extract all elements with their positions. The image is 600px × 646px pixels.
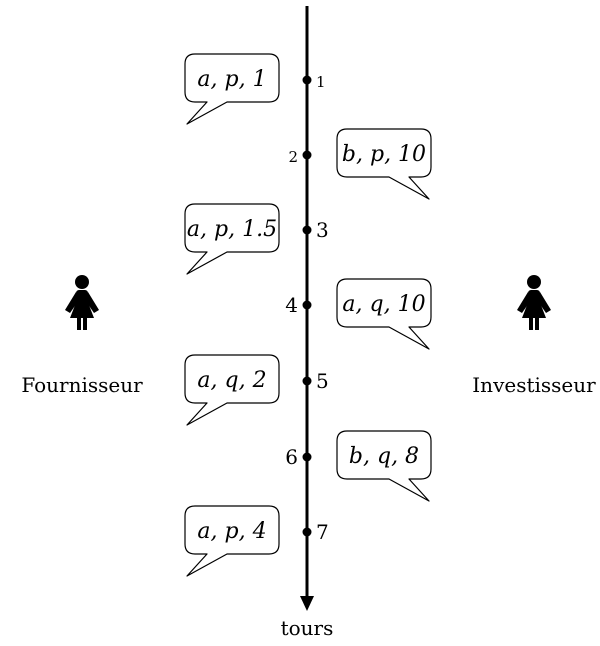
offer-text: a, p, 4 xyxy=(197,519,266,544)
round-3: 3 a, p, 1.5 xyxy=(184,203,329,275)
offer-text: a, q, 2 xyxy=(197,368,266,393)
timeline-label: tours xyxy=(281,616,334,640)
turn-dot xyxy=(302,75,312,85)
actor-left-label: Fournisseur xyxy=(21,373,143,397)
offer-text: a, q, 10 xyxy=(342,292,425,317)
round-4: 4 a, q, 10 xyxy=(285,278,432,350)
round-7: 7 a, p, 4 xyxy=(184,505,329,577)
turn-number: 2 xyxy=(288,148,298,166)
turn-number: 1 xyxy=(316,73,326,91)
speech-bubble xyxy=(184,203,280,275)
speech-bubble xyxy=(184,53,280,125)
turn-dot xyxy=(302,225,312,235)
round-6: 6 b, q, 8 xyxy=(285,430,432,502)
speech-bubble xyxy=(184,354,280,426)
offer-text: a, p, 1 xyxy=(197,67,266,92)
round-1: 1 a, p, 1 xyxy=(184,53,326,125)
actor-left: Fournisseur xyxy=(21,275,143,397)
turn-dot xyxy=(302,527,312,537)
turn-dot xyxy=(302,452,312,462)
rounds-layer: 1 a, p, 1 2 b, p, 10 3 a, p, 1.5 4 a, q, 10 5 a, … xyxy=(184,53,432,577)
actor-right-label: Investisseur xyxy=(472,373,596,397)
actor-right: Investisseur xyxy=(472,275,596,397)
speech-bubble xyxy=(336,430,432,502)
woman-icon xyxy=(65,275,99,330)
turn-dot xyxy=(302,300,312,310)
offer-text: b, p, 10 xyxy=(342,142,426,167)
turn-dot xyxy=(302,150,312,160)
turn-number: 5 xyxy=(316,369,329,393)
turn-number: 7 xyxy=(316,520,329,544)
woman-icon xyxy=(517,275,551,330)
offer-text: a, p, 1.5 xyxy=(187,217,277,242)
offer-text: b, q, 8 xyxy=(349,444,419,469)
turn-dot xyxy=(302,376,312,386)
turn-number: 4 xyxy=(285,293,298,317)
speech-bubble xyxy=(336,128,432,200)
round-5: 5 a, q, 2 xyxy=(184,354,329,426)
speech-bubble xyxy=(184,505,280,577)
timeline-arrowhead xyxy=(300,596,314,611)
round-2: 2 b, p, 10 xyxy=(288,128,432,200)
turn-number: 3 xyxy=(316,218,329,242)
turn-number: 6 xyxy=(285,445,298,469)
speech-bubble xyxy=(336,278,432,350)
